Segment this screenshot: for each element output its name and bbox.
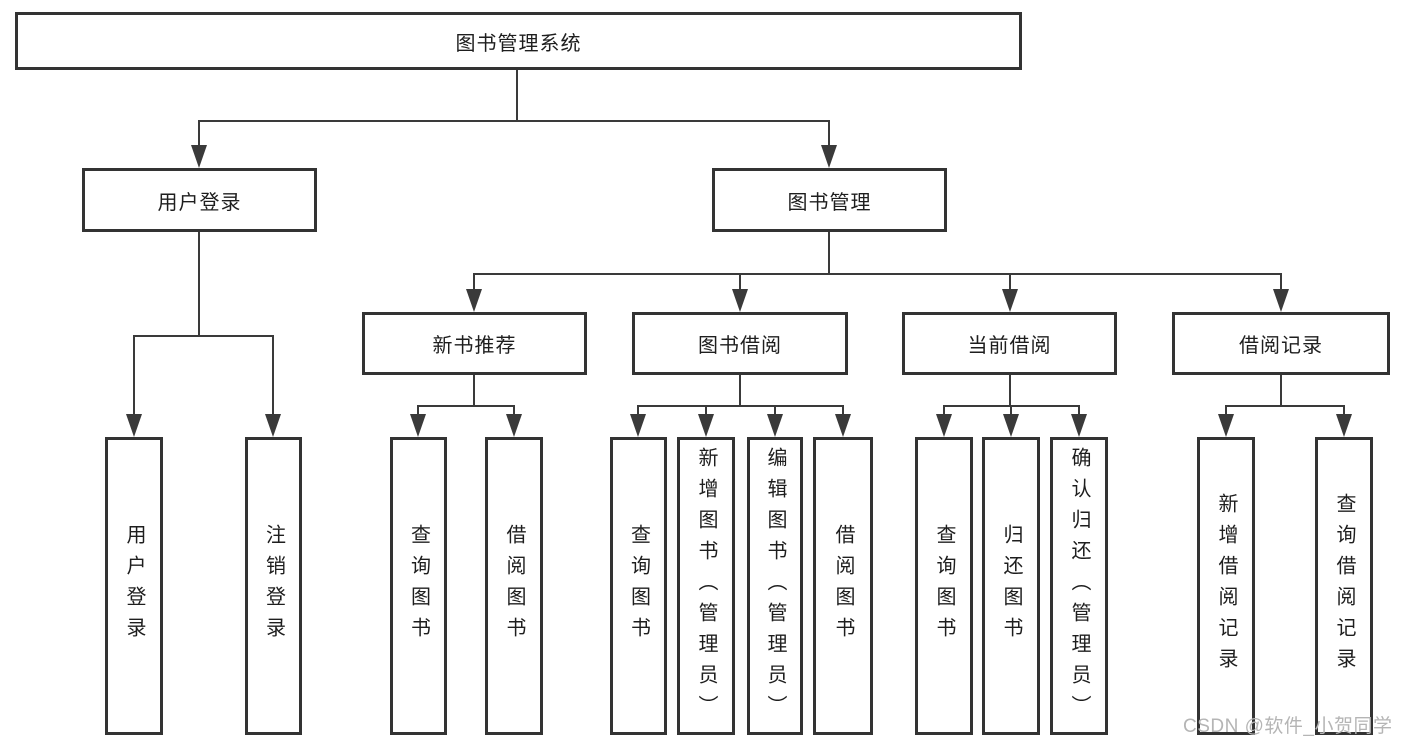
node-user-login-label: 用户登录 bbox=[157, 191, 242, 214]
connector-b1-drop bbox=[637, 407, 639, 415]
connector-d1-drop bbox=[1225, 407, 1227, 415]
connector-newbook-drop bbox=[473, 275, 475, 290]
connector-borrow-stem bbox=[739, 375, 741, 407]
arrow-a1 bbox=[410, 414, 426, 437]
arrow-c3 bbox=[1071, 414, 1087, 437]
connector-level1-rail bbox=[198, 120, 830, 122]
arrow-c1 bbox=[936, 414, 952, 437]
connector-current-drop bbox=[1009, 275, 1011, 290]
node-book-borrow: 图书借阅 bbox=[632, 312, 848, 375]
connector-c3-drop bbox=[1078, 407, 1080, 415]
leaf-edit-book-admin: 编辑图书（管理员） bbox=[747, 437, 803, 735]
leaf-user-login-label: 用户登录 bbox=[123, 524, 145, 648]
leaf-query-book-current-label: 查询图书 bbox=[933, 524, 955, 648]
leaf-query-book-recommend-label: 查询图书 bbox=[407, 524, 430, 648]
leaf-borrow-book: 借阅图书 bbox=[813, 437, 873, 735]
node-current-borrow-label: 当前借阅 bbox=[967, 335, 1052, 357]
connector-user-login-drop bbox=[198, 122, 200, 146]
arrow-current bbox=[1002, 289, 1018, 312]
connector-c2-drop bbox=[1010, 407, 1012, 415]
connector-newbook-stem bbox=[473, 375, 475, 407]
arrow-d1 bbox=[1218, 414, 1234, 437]
connector-a1-drop bbox=[417, 407, 419, 415]
leaf-return-book-label: 归还图书 bbox=[1000, 524, 1022, 648]
leaf-logout-label: 注销登录 bbox=[262, 524, 285, 648]
leaf-logout: 注销登录 bbox=[245, 437, 302, 735]
connector-newbook-rail bbox=[417, 405, 515, 407]
leaf-confirm-return-admin: 确认归还（管理员） bbox=[1050, 437, 1108, 735]
leaf-borrow-book-recommend-label: 借阅图书 bbox=[503, 524, 525, 648]
connector-level3-rail bbox=[473, 273, 1282, 275]
node-current-borrow: 当前借阅 bbox=[902, 312, 1117, 375]
node-book-borrow-label: 图书借阅 bbox=[698, 335, 782, 357]
connector-user-login-rail bbox=[133, 335, 274, 337]
leaf-add-book-admin: 新增图书（管理员） bbox=[677, 437, 735, 735]
connector-records-rail bbox=[1225, 405, 1345, 407]
connector-current-rail bbox=[943, 405, 1080, 407]
connector-book-mgmt-drop bbox=[828, 122, 830, 146]
arrow-b3 bbox=[767, 414, 783, 437]
leaf-add-book-admin-label: 新增图书（管理员） bbox=[695, 446, 717, 726]
watermark: CSDN @软件_小贺同学 bbox=[1183, 716, 1393, 737]
connector-borrow-drop bbox=[739, 275, 741, 290]
leaf-query-borrow-record-label: 查询借阅记录 bbox=[1333, 493, 1355, 679]
arrow-user-login bbox=[191, 145, 207, 168]
connector-leaf-logout-drop bbox=[272, 337, 274, 414]
connector-leaf-login-drop bbox=[133, 337, 135, 414]
connector-records-stem bbox=[1280, 375, 1282, 407]
leaf-query-book-recommend: 查询图书 bbox=[390, 437, 447, 735]
arrow-newbook bbox=[466, 289, 482, 312]
connector-c1-drop bbox=[943, 407, 945, 415]
node-library-system-label: 图书管理系统 bbox=[455, 32, 582, 55]
leaf-user-login: 用户登录 bbox=[105, 437, 163, 735]
leaf-add-borrow-record: 新增借阅记录 bbox=[1197, 437, 1255, 735]
connector-root-stem bbox=[516, 70, 518, 122]
connector-borrow-rail bbox=[637, 405, 844, 407]
arrow-d2 bbox=[1336, 414, 1352, 437]
leaf-confirm-return-admin-label: 确认归还（管理员） bbox=[1068, 446, 1090, 726]
connector-book-mgmt-stem bbox=[828, 232, 830, 275]
connector-current-stem bbox=[1009, 375, 1011, 407]
arrow-b4 bbox=[835, 414, 851, 437]
connector-b4-drop bbox=[842, 407, 844, 415]
connector-user-login-stem bbox=[198, 232, 200, 337]
connector-records-drop bbox=[1280, 275, 1282, 290]
node-library-system: 图书管理系统 bbox=[15, 12, 1022, 70]
node-new-book-recommend-label: 新书推荐 bbox=[432, 335, 517, 357]
arrow-a2 bbox=[506, 414, 522, 437]
leaf-query-book-borrow-label: 查询图书 bbox=[627, 524, 650, 648]
leaf-add-borrow-record-label: 新增借阅记录 bbox=[1215, 493, 1237, 679]
node-book-management: 图书管理 bbox=[712, 168, 947, 232]
leaf-edit-book-admin-label: 编辑图书（管理员） bbox=[764, 446, 786, 726]
leaf-borrow-book-label: 借阅图书 bbox=[832, 524, 854, 648]
connector-b2-drop bbox=[705, 407, 707, 415]
leaf-query-borrow-record: 查询借阅记录 bbox=[1315, 437, 1373, 735]
leaf-return-book: 归还图书 bbox=[982, 437, 1040, 735]
node-book-management-label: 图书管理 bbox=[787, 191, 872, 214]
leaf-query-book-current: 查询图书 bbox=[915, 437, 973, 735]
leaf-borrow-book-recommend: 借阅图书 bbox=[485, 437, 543, 735]
arrow-b1 bbox=[630, 414, 646, 437]
arrow-book-mgmt bbox=[821, 145, 837, 168]
arrow-borrow bbox=[732, 289, 748, 312]
node-borrow-records: 借阅记录 bbox=[1172, 312, 1390, 375]
arrow-b2 bbox=[698, 414, 714, 437]
leaf-query-book-borrow: 查询图书 bbox=[610, 437, 667, 735]
connector-b3-drop bbox=[774, 407, 776, 415]
node-user-login: 用户登录 bbox=[82, 168, 317, 232]
arrow-leaf-login bbox=[126, 414, 142, 437]
connector-a2-drop bbox=[513, 407, 515, 415]
arrow-leaf-logout bbox=[265, 414, 281, 437]
node-borrow-records-label: 借阅记录 bbox=[1239, 335, 1323, 357]
node-new-book-recommend: 新书推荐 bbox=[362, 312, 587, 375]
connector-d2-drop bbox=[1343, 407, 1345, 415]
arrow-records bbox=[1273, 289, 1289, 312]
arrow-c2 bbox=[1003, 414, 1019, 437]
